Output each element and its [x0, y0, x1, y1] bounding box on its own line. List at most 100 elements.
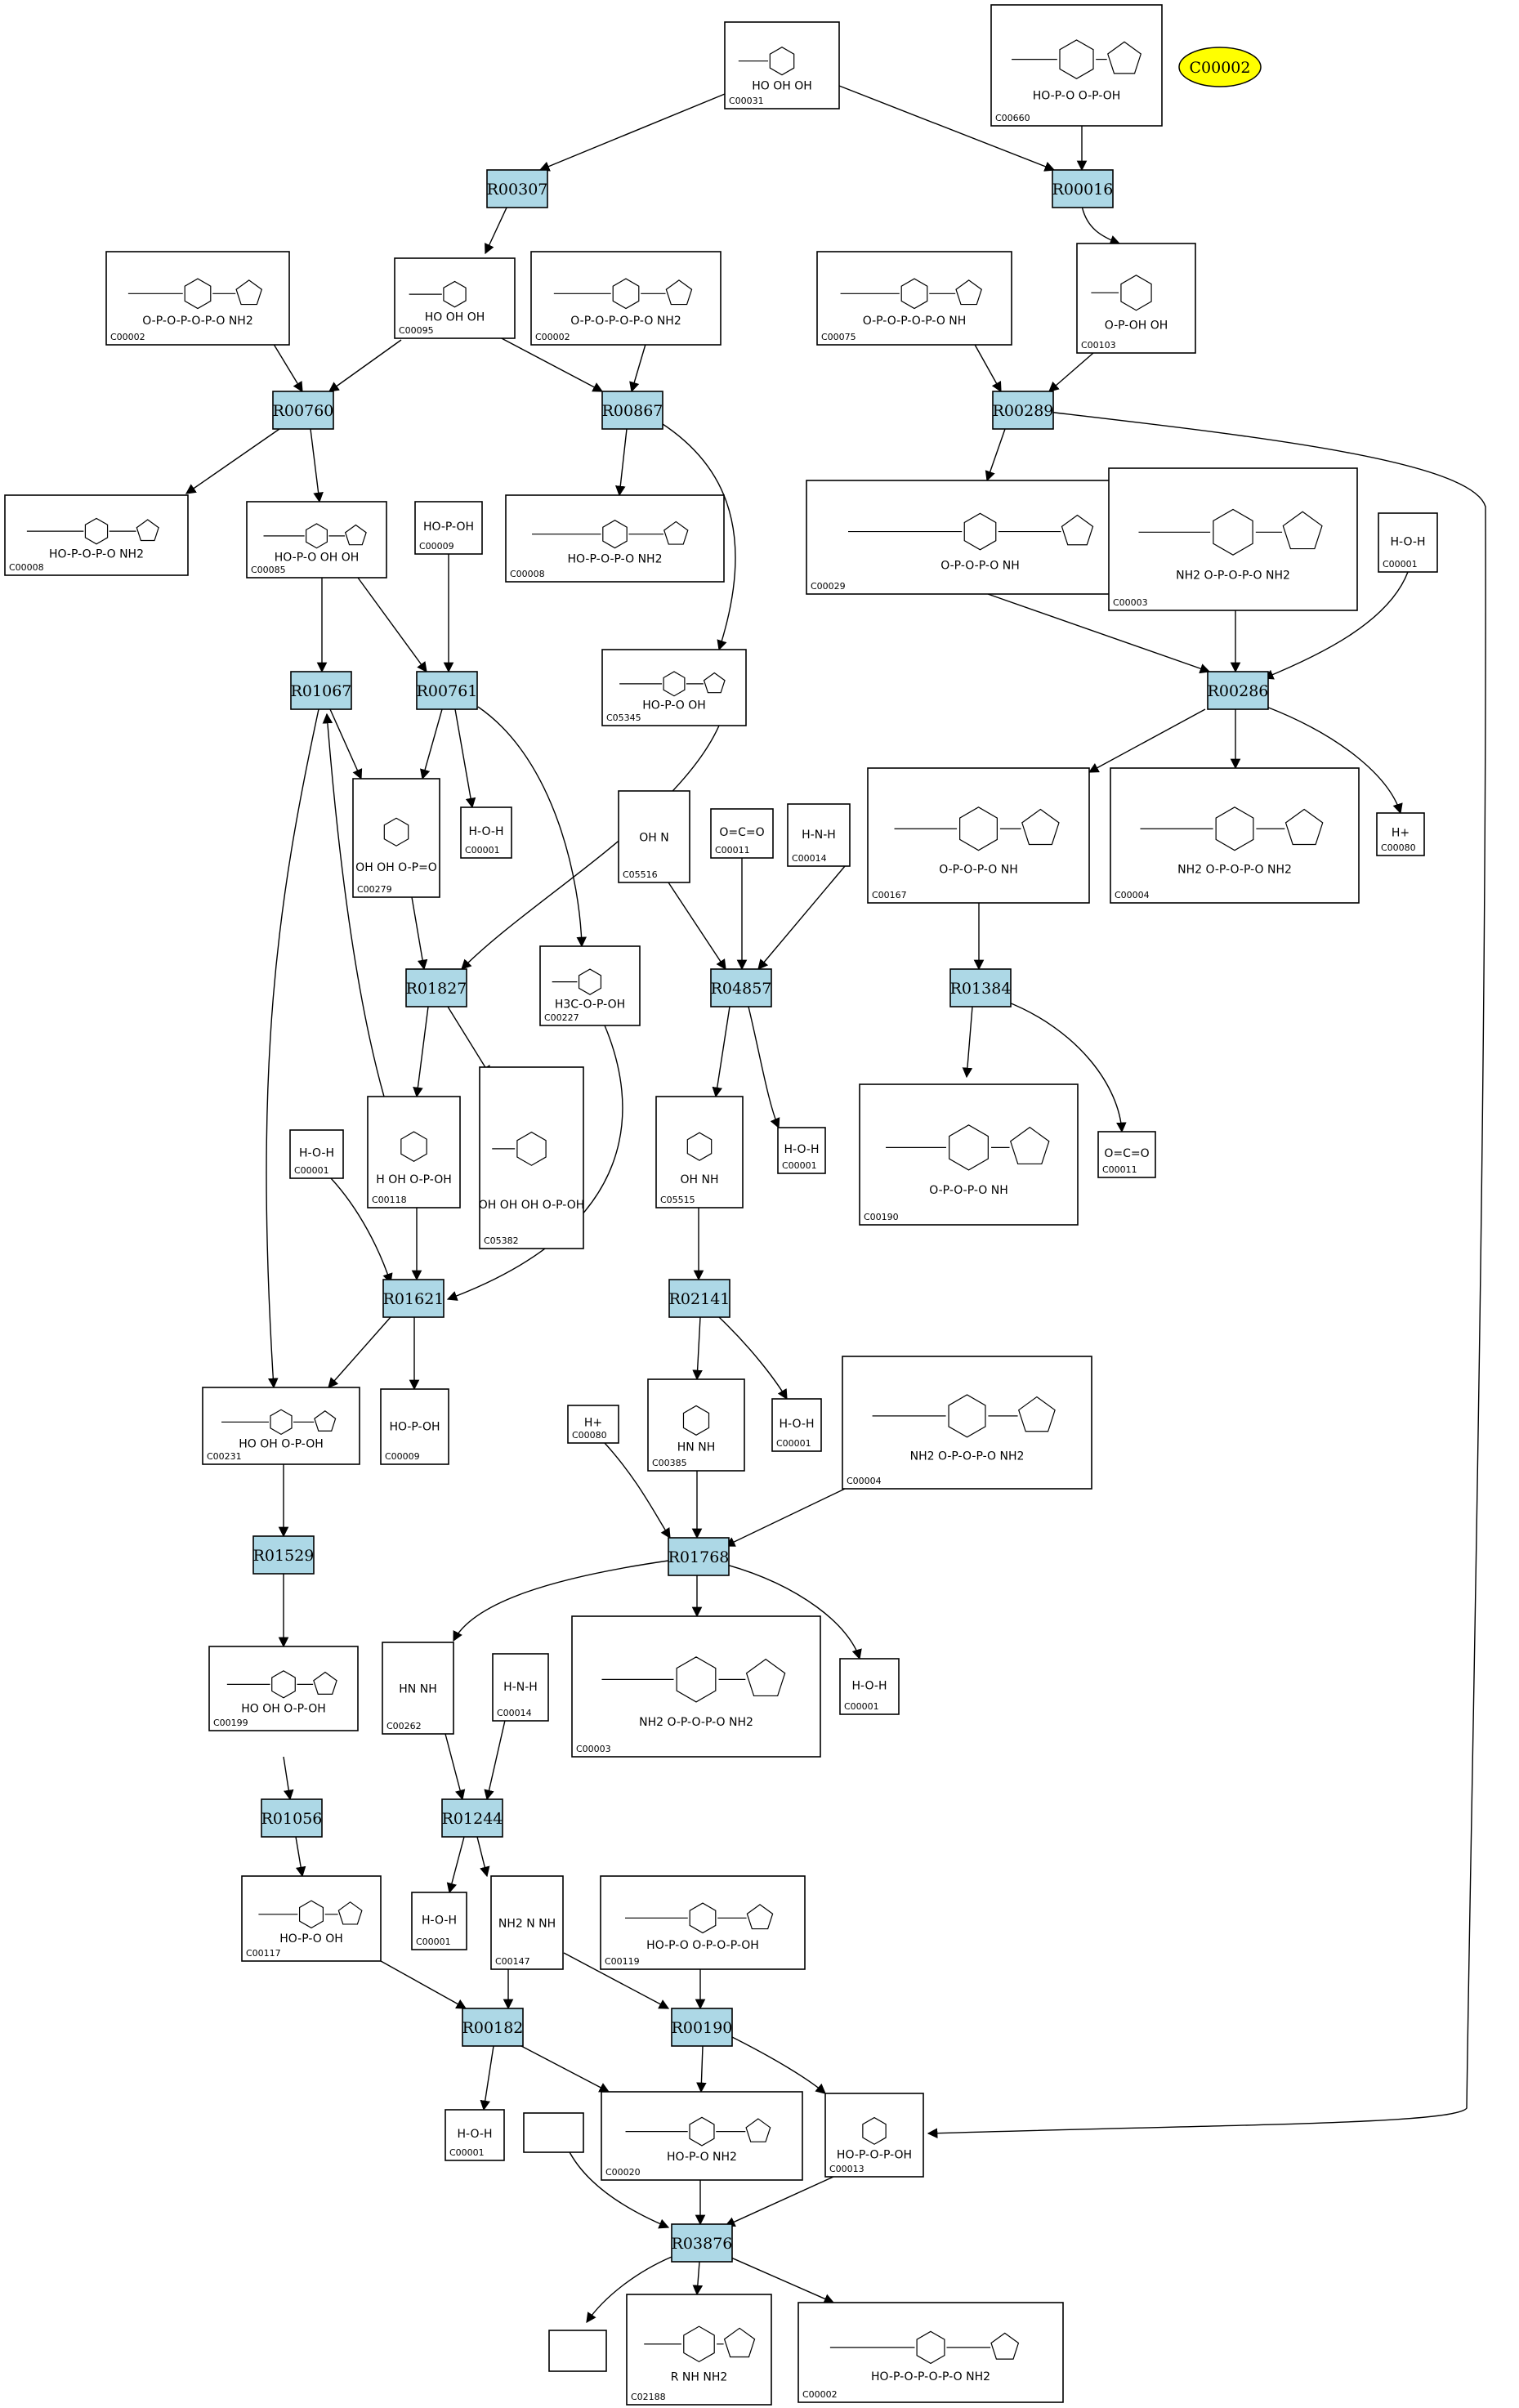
highlighted-compound[interactable]: C00002	[1178, 47, 1262, 87]
reaction-r01056[interactable]: R01056	[261, 1798, 323, 1838]
reaction-box	[486, 169, 548, 208]
compound-box	[394, 257, 516, 339]
reaction-r01384[interactable]: R01384	[949, 968, 1012, 1007]
reaction-box	[405, 968, 467, 1007]
ring-bond	[1215, 806, 1254, 851]
compound-blank_b[interactable]	[548, 2330, 607, 2372]
compound-id: C00001	[1383, 559, 1418, 570]
compound-blank_a[interactable]	[523, 2112, 584, 2153]
compound-box	[1376, 812, 1425, 856]
reaction-r03876[interactable]: R03876	[671, 2223, 733, 2263]
compound-id: C05515	[660, 1195, 695, 1205]
reaction-r00307[interactable]: R00307	[486, 169, 548, 208]
compound-id: C02188	[631, 2392, 666, 2402]
ring-bond	[1059, 39, 1094, 79]
compound-box	[492, 1653, 549, 1722]
ring-bond	[270, 1409, 293, 1436]
compound-box	[618, 790, 690, 883]
reaction-r00016[interactable]: R00016	[1052, 169, 1114, 208]
compound-id: C00167	[872, 890, 907, 900]
compound-box	[771, 1398, 822, 1452]
structure-text: HO OH OH	[425, 310, 485, 324]
reaction-r01827[interactable]: R01827	[405, 968, 467, 1007]
reaction-r00867[interactable]: R00867	[601, 391, 663, 430]
compound-c00080_b[interactable]: H+C00080	[567, 1405, 619, 1444]
edge	[266, 708, 319, 1389]
compound-box	[600, 1875, 806, 1970]
compound-c00080_a[interactable]: H+C00080	[1376, 812, 1425, 856]
reaction-r00182[interactable]: R00182	[462, 2008, 524, 2047]
reaction-box	[1052, 169, 1114, 208]
compound-box	[842, 1356, 1092, 1490]
reaction-r01244[interactable]: R01244	[441, 1798, 503, 1838]
reaction-r00190[interactable]: R00190	[671, 2008, 733, 2047]
reaction-r00760[interactable]: R00760	[272, 391, 334, 430]
reaction-r01529[interactable]: R01529	[252, 1535, 315, 1575]
edge	[328, 1316, 391, 1388]
ring-bond	[745, 2118, 771, 2142]
reaction-r04857[interactable]: R04857	[710, 968, 772, 1007]
reaction-box	[992, 391, 1054, 430]
reaction-r01067[interactable]: R01067	[290, 671, 352, 710]
reaction-r01768[interactable]: R01768	[668, 1537, 730, 1576]
reaction-r00761[interactable]: R00761	[416, 671, 478, 710]
ring-bond	[578, 968, 602, 995]
reaction-r01621[interactable]: R01621	[382, 1279, 445, 1318]
reaction-r00289[interactable]: R00289	[992, 391, 1054, 430]
reaction-r02141[interactable]: R02141	[668, 1279, 730, 1318]
edge	[987, 593, 1211, 674]
ring-bond	[612, 278, 640, 310]
reaction-r00286[interactable]: R00286	[1207, 671, 1269, 710]
